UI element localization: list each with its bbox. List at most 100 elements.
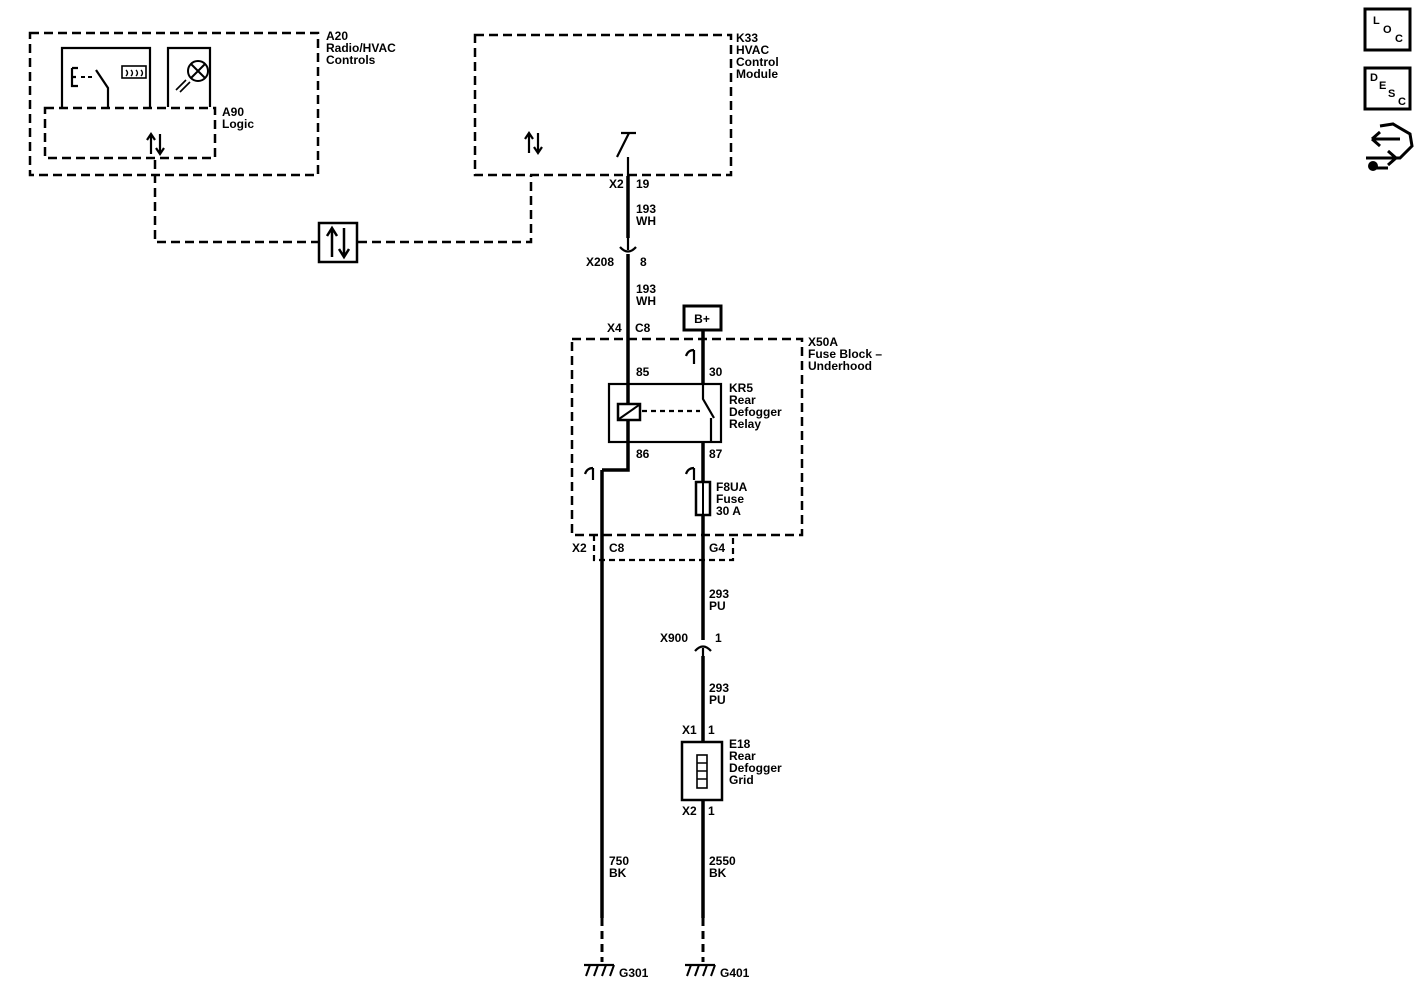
circuit-750: 750 BK G301 <box>584 470 649 980</box>
k33-name-3: Module <box>736 67 778 81</box>
a90-boundary <box>43 106 217 160</box>
ground-g301-label: G301 <box>619 966 649 980</box>
f8ua-fuse-icon <box>694 480 712 517</box>
relay-pin-30: 30 <box>709 365 723 379</box>
wire-193-upper-color: WH <box>636 214 656 228</box>
kr5-id: KR5 <box>729 381 753 395</box>
ground-g301-icon <box>584 963 615 977</box>
x2-connector-pin-c8: C8 <box>609 541 625 555</box>
wire-293-lower-circuit: 293 <box>709 681 729 695</box>
a90-name: Logic <box>222 117 254 131</box>
e18-name-2: Defogger <box>729 761 782 775</box>
x4-connector-pin: C8 <box>635 321 651 335</box>
x208-name: X208 <box>586 255 614 269</box>
x50a-boundary <box>570 337 804 537</box>
e18-rear-defogger-grid: E18 Rear Defogger Grid X2 1 <box>680 737 782 818</box>
wire-2550-color: BK <box>709 866 727 880</box>
f8ua-name: Fuse <box>716 492 744 506</box>
a20-name-2: Controls <box>326 53 376 67</box>
a90-id: A90 <box>222 105 244 119</box>
desc-letter-1: D <box>1370 72 1378 84</box>
relay-switch-icon <box>701 384 715 442</box>
wire-293-upper-circuit: 293 <box>709 587 729 601</box>
k33-boundary <box>473 33 733 177</box>
connector-end-view-icon[interactable] <box>1366 122 1414 171</box>
kr5-name-2: Defogger <box>729 405 782 419</box>
kr5-name-1: Rear <box>729 393 756 407</box>
a20-id: A20 <box>326 29 348 43</box>
x900-pin: 1 <box>715 631 722 645</box>
k33-id: K33 <box>736 31 758 45</box>
x2-connector-bracket <box>592 535 735 562</box>
x208-inline-connector <box>619 238 637 253</box>
relay-body <box>607 382 723 444</box>
desc-letter-3: S <box>1388 88 1395 100</box>
battery-positive: B+ <box>682 304 723 384</box>
x50a-fuse-block: X50A Fuse Block – Underhood 85 30 86 87 … <box>570 335 882 562</box>
circuit-193: X2 19 193 WH X208 8 193 WH X4 C8 <box>586 176 656 384</box>
x50a-name-1: Fuse Block – <box>808 347 882 361</box>
relay-pin-86: 86 <box>636 447 650 461</box>
e18-id: E18 <box>729 737 751 751</box>
e18-name-3: Grid <box>729 773 754 787</box>
wire-193-upper-circuit: 193 <box>636 202 656 216</box>
k33-connector-name: X2 <box>609 177 624 191</box>
x900-name: X900 <box>660 631 688 645</box>
x2-connector-pin-g4: G4 <box>709 541 725 555</box>
f8ua-rating: 30 A <box>716 504 741 518</box>
ground-g401-label: G401 <box>720 966 750 980</box>
loc-letter-1: L <box>1373 15 1380 27</box>
fuse-block-terminal-icon <box>684 466 696 480</box>
low-side-driver-icon <box>616 131 636 176</box>
desc-letter-2: E <box>1379 80 1386 92</box>
relay-pin-87: 87 <box>709 447 723 461</box>
relay-pin-85: 85 <box>636 365 650 379</box>
wire-2550-circuit: 2550 <box>709 854 736 868</box>
loc-letter-2: O <box>1383 24 1392 36</box>
battery-box <box>682 304 723 332</box>
e18-x2-pin: 1 <box>708 804 715 818</box>
x2-connector-name: X2 <box>572 541 587 555</box>
ground-g401-icon <box>685 963 716 977</box>
a20-name-1: Radio/HVAC <box>326 41 396 55</box>
wire-193-lower-color: WH <box>636 294 656 308</box>
circuit-2550: 2550 BK G401 <box>685 800 750 980</box>
desc-letter-4: C <box>1398 96 1406 108</box>
f8ua-id: F8UA <box>716 480 748 494</box>
fuse-block-terminal-icon <box>583 466 595 480</box>
kr5-rear-defogger-relay: 85 30 86 87 KR5 Rear Defogger Relay <box>607 365 782 461</box>
battery-label: B+ <box>694 312 710 326</box>
loc-button[interactable]: L O C <box>1363 7 1412 52</box>
rear-defog-switch-icon <box>60 46 152 107</box>
serial-data-icon <box>524 131 543 155</box>
e18-name-1: Rear <box>729 749 756 763</box>
k33-hvac-control-module: K33 HVAC Control Module <box>473 31 779 177</box>
kr5-name-3: Relay <box>729 417 761 431</box>
wire-193-lower-circuit: 193 <box>636 282 656 296</box>
e18-x1-name: X1 <box>682 723 697 737</box>
k33-name-1: HVAC <box>736 43 769 57</box>
wire-293-upper-color: PU <box>709 599 726 613</box>
e18-x1-pin: 1 <box>708 723 715 737</box>
relay-coil-icon <box>616 384 642 442</box>
x50a-id: X50A <box>808 335 838 349</box>
wire-750-circuit: 750 <box>609 854 629 868</box>
fuse-block-terminal-icon <box>684 348 696 364</box>
a20-boundary <box>28 31 320 177</box>
k33-connector-pin: 19 <box>636 177 650 191</box>
desc-button[interactable]: D E S C <box>1363 66 1412 111</box>
x4-connector-name: X4 <box>607 321 622 335</box>
serial-data-bus-icon <box>317 221 359 264</box>
wire-750-color: BK <box>609 866 627 880</box>
loc-letter-3: C <box>1395 33 1403 45</box>
a20-radio-hvac-controls: A20 Radio/HVAC Controls A90 Logic <box>28 29 396 177</box>
serial-data-icon <box>146 132 165 156</box>
indicator-lamp-icon <box>166 46 212 107</box>
serial-data-link <box>153 160 533 264</box>
circuit-293: 293 PU X900 1 293 PU X1 1 <box>660 515 729 742</box>
x208-pin: 8 <box>640 255 647 269</box>
e18-x2-name: X2 <box>682 804 697 818</box>
x50a-name-2: Underhood <box>808 359 872 373</box>
k33-name-2: Control <box>736 55 779 69</box>
